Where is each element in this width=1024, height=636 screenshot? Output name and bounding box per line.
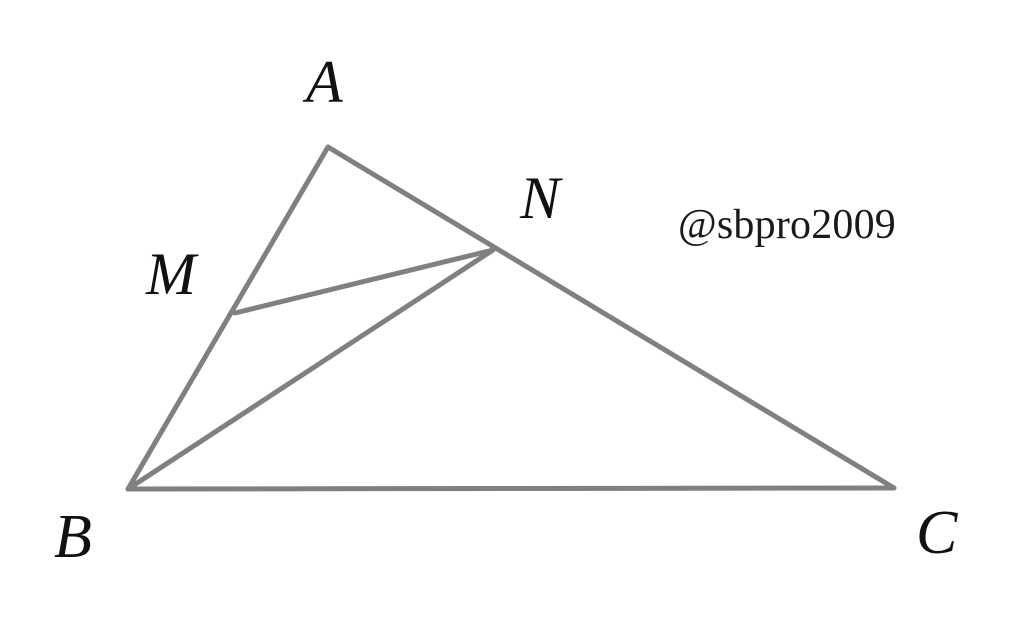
vertex-label-a: A: [306, 49, 343, 115]
segment-BN: [125, 247, 496, 492]
segment-AB: [125, 144, 331, 492]
vertex-label-c: C: [916, 499, 958, 567]
vertex-label-n: N: [520, 165, 561, 231]
vertex-label-m: M: [146, 241, 196, 307]
segment-BC: [125, 485, 897, 492]
segment-AC: [325, 144, 897, 491]
segment-MN: [232, 247, 496, 316]
segments-group: [125, 144, 897, 492]
watermark-text: @sbpro2009: [678, 202, 897, 248]
vertex-label-b: B: [54, 503, 92, 571]
